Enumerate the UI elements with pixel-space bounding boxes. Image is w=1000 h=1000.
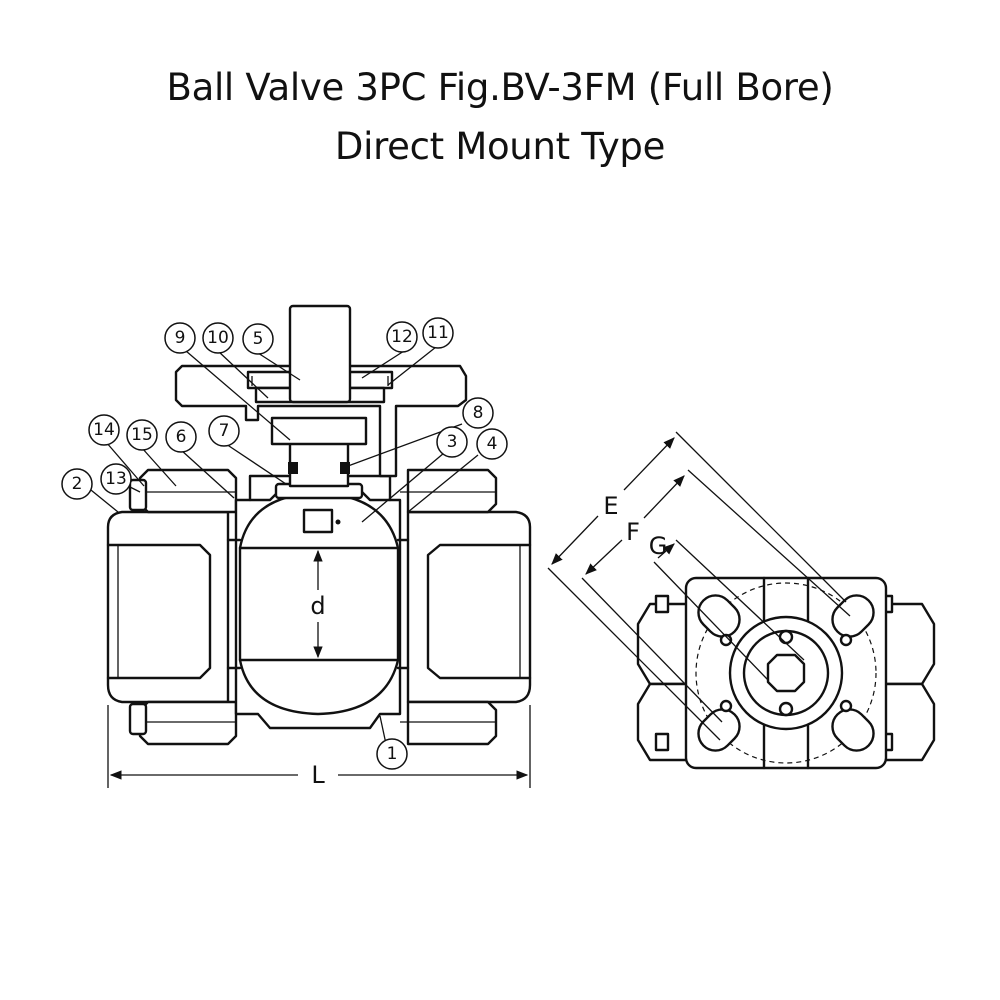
part-balloon-9: 9 xyxy=(164,322,196,354)
bolt-head-bl xyxy=(654,732,670,752)
part-balloon-13: 13 xyxy=(100,463,132,495)
pcd-circle xyxy=(695,582,877,764)
svg-text:2: 2 xyxy=(72,474,83,494)
part-balloon-5: 5 xyxy=(242,323,274,355)
part-balloon-10: 10 xyxy=(202,322,234,354)
dim-label-d: d xyxy=(310,592,325,620)
svg-text:12: 12 xyxy=(391,327,413,347)
svg-text:9: 9 xyxy=(175,328,186,348)
dim-label-E: E xyxy=(603,492,618,520)
title-line-2: Direct Mount Type xyxy=(334,125,666,168)
end-hex-right-upper xyxy=(878,602,936,686)
seat-right xyxy=(396,538,410,670)
handle-lever xyxy=(174,364,468,478)
part-balloon-14: 14 xyxy=(88,414,120,446)
stem-drive xyxy=(766,653,806,693)
left-nut-bottom xyxy=(128,702,148,736)
stem-lower xyxy=(288,438,350,488)
end-view: E F G xyxy=(547,431,936,770)
stem-top xyxy=(288,304,352,404)
svg-text:13: 13 xyxy=(105,469,127,489)
svg-text:11: 11 xyxy=(427,323,449,343)
dim-label-F: F xyxy=(626,518,640,546)
svg-text:3: 3 xyxy=(447,432,458,452)
mounting-slots xyxy=(697,594,875,752)
part-balloon-3: 3 xyxy=(436,426,468,458)
ball-stem-slot xyxy=(302,508,334,534)
dim-label-L: L xyxy=(311,761,325,789)
side-view: 9 10 5 12 11 8 14 15 6 7 2 13 3 4 1 d L xyxy=(61,304,532,789)
title-line-1: Ball Valve 3PC Fig.BV-3FM (Full Bore) xyxy=(166,66,834,109)
svg-text:10: 10 xyxy=(207,328,229,348)
o-ring-right xyxy=(340,462,350,474)
svg-text:5: 5 xyxy=(253,329,264,349)
svg-text:14: 14 xyxy=(93,420,115,440)
left-thread-bore xyxy=(106,543,212,680)
svg-text:7: 7 xyxy=(219,421,230,441)
right-thread-bore xyxy=(426,543,532,680)
part-balloon-4: 4 xyxy=(476,428,508,460)
svg-text:6: 6 xyxy=(176,427,187,447)
part-balloon-6: 6 xyxy=(165,421,197,453)
part-balloon-12: 12 xyxy=(386,321,418,353)
part-balloon-15: 15 xyxy=(126,419,158,451)
part-balloon-8: 8 xyxy=(462,397,494,429)
leader-lines xyxy=(85,346,479,745)
svg-text:4: 4 xyxy=(487,434,498,454)
right-flange-bottom xyxy=(406,700,498,746)
right-end-cap xyxy=(406,510,532,704)
bolt-head-tl xyxy=(654,594,670,614)
part-balloon-11: 11 xyxy=(422,317,454,349)
left-flange-bottom xyxy=(138,700,238,746)
left-nut-top xyxy=(128,478,148,512)
gland-packing xyxy=(270,416,368,446)
part-balloon-1: 1 xyxy=(376,738,408,770)
part-balloon-2: 2 xyxy=(61,468,93,500)
svg-text:8: 8 xyxy=(473,403,484,423)
svg-text:1: 1 xyxy=(387,744,398,764)
part-balloon-7: 7 xyxy=(208,415,240,447)
left-flange-top xyxy=(138,468,238,514)
seat-left xyxy=(226,538,242,670)
svg-text:15: 15 xyxy=(131,425,153,445)
dim-label-G: G xyxy=(649,532,668,560)
o-ring-left xyxy=(288,462,298,474)
